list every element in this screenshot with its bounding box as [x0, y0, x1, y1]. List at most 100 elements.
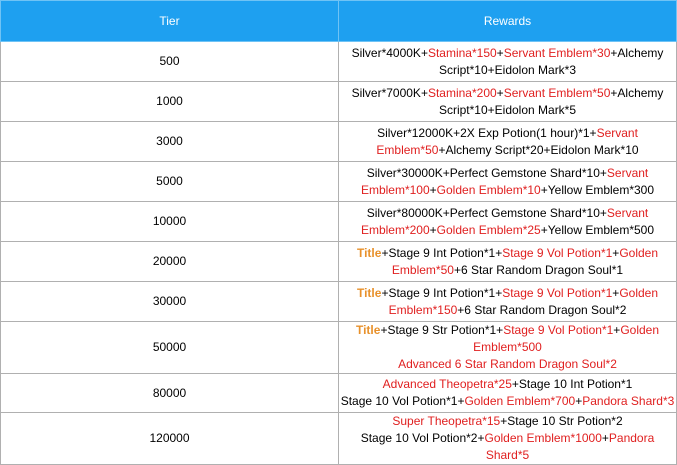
highlighted-reward: Stamina*200 [427, 85, 497, 100]
reward-text: Stage 10 Vol Potion*1+ [340, 394, 465, 408]
highlighted-reward: Golden Emblem*10 [436, 182, 541, 197]
highlighted-reward: Stage 9 Vol Potion*1 [503, 323, 614, 337]
rewards-cell: Title+Stage 9 Int Potion*1+Stage 9 Vol P… [338, 241, 677, 282]
title-reward: Title [355, 323, 381, 337]
highlighted-reward: Golden Emblem*700 [464, 394, 576, 408]
tier-cell: 1000 [0, 81, 339, 122]
reward-text: +Stage 9 Int Potion*1+ [381, 285, 503, 300]
reward-text: + [612, 285, 620, 300]
reward-text: +Stage 10 Int Potion*1 [511, 377, 633, 391]
reward-line: Stage 10 Vol Potion*2+Golden Emblem*1000… [339, 430, 676, 464]
highlighted-reward: Golden Emblem*50 [391, 245, 659, 277]
rewards-cell: Silver*30000K+Perfect Gemstone Shard*10+… [338, 161, 677, 202]
tier-cell: 120000 [0, 412, 339, 465]
reward-text: Silver*4000K+ [351, 45, 428, 60]
reward-line: Advanced 6 Star Random Dragon Soul*2 [339, 356, 676, 373]
reward-text: +Yellow Emblem*500 [540, 222, 655, 237]
reward-text: +Stage 9 Str Potion*1+ [380, 323, 504, 337]
tier-cell: 30000 [0, 281, 339, 322]
reward-text: Silver*7000K+ [351, 85, 428, 100]
reward-text: + [601, 431, 609, 445]
highlighted-reward: Golden Emblem*25 [436, 222, 541, 237]
tier-cell: 5000 [0, 161, 339, 202]
reward-text: + [612, 245, 620, 260]
reward-text: Silver*30000K+Perfect Gemstone Shard*10+ [366, 165, 607, 180]
highlighted-reward: Stage 9 Vol Potion*1 [502, 285, 613, 300]
tier-column-header: Tier [0, 0, 339, 42]
reward-line: Silver*30000K+Perfect Gemstone Shard*10+… [339, 165, 676, 199]
reward-line: Silver*4000K+Stamina*150+Servant Emblem*… [339, 45, 676, 79]
rewards-cell: Advanced Theopetra*25+Stage 10 Int Potio… [338, 373, 677, 413]
rewards-cell: Silver*7000K+Stamina*200+Servant Emblem*… [338, 81, 677, 122]
reward-text: + [496, 45, 504, 60]
title-reward: Title [356, 245, 382, 260]
reward-text: Silver*80000K+Perfect Gemstone Shard*10+ [366, 205, 607, 220]
reward-line: Silver*80000K+Perfect Gemstone Shard*10+… [339, 205, 676, 239]
tier-cell: 50000 [0, 321, 339, 374]
reward-text: + [613, 323, 621, 337]
reward-line: Silver*12000K+2X Exp Potion(1 hour)*1+Se… [339, 125, 676, 159]
rewards-cell: Silver*80000K+Perfect Gemstone Shard*10+… [338, 201, 677, 242]
reward-line: Stage 10 Vol Potion*1+Golden Emblem*700+… [339, 393, 676, 410]
reward-text: + [429, 182, 437, 197]
highlighted-reward: Golden Emblem*500 [473, 323, 660, 354]
rewards-column-header: Rewards [338, 0, 677, 42]
reward-text: +6 Star Random Dragon Soul*2 [457, 302, 627, 317]
highlighted-reward: Servant Emblem*50 [503, 85, 611, 100]
highlighted-reward: Servant Emblem*200 [360, 205, 649, 237]
highlighted-reward: Golden Emblem*150 [388, 285, 659, 317]
reward-line: Silver*7000K+Stamina*200+Servant Emblem*… [339, 85, 676, 119]
reward-text: +Alchemy Script*20+Eidolon Mark*10 [438, 142, 639, 157]
reward-line: Title+Stage 9 Int Potion*1+Stage 9 Vol P… [339, 285, 676, 319]
tier-cell: 500 [0, 41, 339, 82]
reward-text: +Alchemy Script*10+Eidolon Mark*3 [438, 45, 664, 77]
highlighted-reward: Advanced Theopetra*25 [382, 377, 512, 391]
highlighted-reward: Super Theopetra*15 [392, 414, 501, 428]
highlighted-reward: Stage 9 Vol Potion*1 [502, 245, 613, 260]
tier-cell: 3000 [0, 121, 339, 162]
highlighted-reward: Servant Emblem*30 [503, 45, 611, 60]
reward-text: +Stage 10 Str Potion*2 [500, 414, 623, 428]
rewards-cell: Silver*4000K+Stamina*150+Servant Emblem*… [338, 41, 677, 82]
title-reward: Title [356, 285, 382, 300]
reward-text: +Yellow Emblem*300 [540, 182, 655, 197]
tier-cell: 10000 [0, 201, 339, 242]
reward-text: + [496, 85, 504, 100]
rewards-cell: Title+Stage 9 Int Potion*1+Stage 9 Vol P… [338, 281, 677, 322]
highlighted-reward: Servant Emblem*100 [360, 165, 649, 197]
reward-line: Super Theopetra*15+Stage 10 Str Potion*2 [339, 413, 676, 430]
table-header-row: Tier Rewards [0, 0, 677, 42]
highlighted-reward: Advanced 6 Star Random Dragon Soul*2 [398, 357, 617, 371]
reward-text: Stage 10 Vol Potion*2+ [360, 431, 485, 445]
rewards-cell: Title+Stage 9 Str Potion*1+Stage 9 Vol P… [338, 321, 677, 374]
reward-line: Title+Stage 9 Int Potion*1+Stage 9 Vol P… [339, 245, 676, 279]
reward-text: + [575, 394, 583, 408]
reward-text: Silver*12000K+2X Exp Potion(1 hour)*1+ [377, 125, 597, 140]
reward-text: + [429, 222, 437, 237]
reward-text: +Alchemy Script*10+Eidolon Mark*5 [438, 85, 664, 117]
reward-text: +6 Star Random Dragon Soul*1 [453, 262, 624, 277]
tier-cell: 20000 [0, 241, 339, 282]
rewards-cell: Silver*12000K+2X Exp Potion(1 hour)*1+Se… [338, 121, 677, 162]
tier-cell: 80000 [0, 373, 339, 413]
reward-text: +Stage 9 Int Potion*1+ [381, 245, 503, 260]
reward-line: Advanced Theopetra*25+Stage 10 Int Potio… [339, 376, 676, 393]
highlighted-reward: Pandora Shard*3 [582, 394, 675, 408]
highlighted-reward: Golden Emblem*1000 [484, 431, 602, 445]
reward-line: Title+Stage 9 Str Potion*1+Stage 9 Vol P… [339, 322, 676, 356]
highlighted-reward: Servant Emblem*50 [376, 125, 638, 157]
highlighted-reward: Stamina*150 [427, 45, 497, 60]
rewards-cell: Super Theopetra*15+Stage 10 Str Potion*2… [338, 412, 677, 465]
